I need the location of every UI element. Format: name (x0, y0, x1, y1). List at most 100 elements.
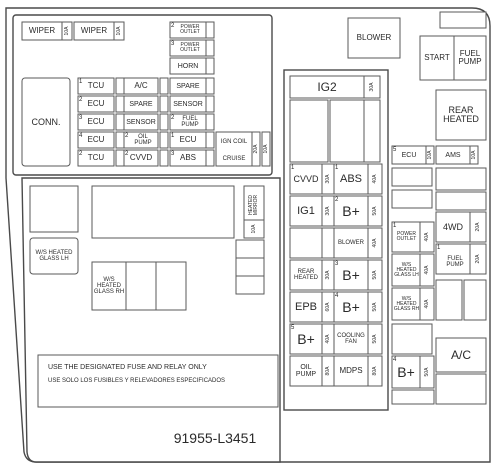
oil-pump-2-label: OIL PUMP (134, 134, 152, 146)
ws-heated-glass-lh-fuse-label: W/S HEATED GLASS LH (394, 261, 419, 278)
tcu-2-num: 2 (79, 151, 83, 157)
wiper-fuse-2-rating: 10A (115, 26, 122, 36)
abs-1-label: ABS (339, 172, 362, 185)
epb-rating: 60A (324, 302, 331, 312)
cvvd-1-label: CVVD (293, 173, 319, 184)
power-outlet-1-label: POWER OUTLET (396, 231, 417, 242)
bplus-5-rating: 40A (324, 334, 331, 344)
ws-heated-glass-rh-fuse-label: W/S HEATED GLASS RH (393, 295, 420, 312)
sensor-right-label: SENSOR (173, 100, 203, 108)
power-outlet-1-rating: 40A (423, 232, 430, 242)
cvvd-1-num: 1 (291, 165, 295, 171)
cvvd-1-rating: 30A (324, 174, 331, 184)
ecu-1-num: 1 (171, 133, 175, 139)
ig1-label: IG1 (297, 204, 315, 217)
notice-english: USE THE DESIGNATED FUSE AND RELAY ONLY (48, 363, 207, 371)
oil-pump-2-num: 2 (125, 133, 129, 139)
abs-1-rating: 40A (371, 174, 378, 184)
bplus-3-rating: 50A (371, 270, 378, 280)
mdps-label: MDPS (339, 366, 363, 375)
cooling-fan-label: COOLING FAN (337, 333, 365, 345)
blower-fuse-label: BLOWER (337, 240, 364, 246)
bplus-4-label: B+ (342, 299, 360, 315)
cvvd-2-label: CVVD (129, 153, 153, 162)
power-outlet-2-num: 2 (171, 23, 175, 29)
cruise-rating: 10A (262, 144, 269, 154)
heated-mirror-label: HEATED MIRROR (248, 194, 259, 216)
fuel-pump-1-num: 1 (437, 245, 441, 251)
abs-3-num: 3 (171, 151, 175, 157)
conn-label: CONN. (31, 116, 61, 127)
blower-fuse-rating: 40A (371, 238, 378, 248)
ams-label: AMS (445, 151, 461, 159)
ecu-4-num: 4 (79, 133, 83, 139)
spare-right-label: SPARE (176, 82, 200, 90)
rear-heated-fuse-rating: 30A (324, 270, 331, 280)
ecu-5-num: 5 (393, 147, 397, 153)
ecu-2-num: 2 (79, 97, 83, 103)
bplus-2-label: B+ (342, 203, 360, 219)
sensor-mid-label: SENSOR (126, 118, 156, 126)
ac-small-label: A/C (134, 81, 148, 90)
ign-coil-rating: 20A (252, 144, 259, 154)
fuel-pump-1-rating: 20A (474, 254, 481, 264)
ign-coil-label: IGN COIL (220, 139, 248, 145)
wiper-fuse-2-label: WIPER (80, 26, 108, 35)
bplus-right-rating: 50A (423, 367, 430, 377)
fuel-pump-1-label: FUEL PUMP (446, 256, 464, 268)
horn-label: HORN (177, 62, 199, 70)
epb-label: EPB (294, 300, 317, 313)
ams-rating: 10A (470, 150, 477, 160)
oil-pump-fuse-label: OIL PUMP (295, 364, 317, 378)
power-outlet-1-num: 1 (393, 223, 397, 229)
ecu-1-label: ECU (179, 135, 197, 144)
bplus-4-rating: 50A (371, 302, 378, 312)
fuel-pump-2-label: FUEL PUMP (181, 116, 199, 128)
ecu-5-label: ECU (401, 151, 417, 159)
power-outlet-3-num: 3 (171, 41, 175, 47)
ws-heated-glass-rh-fuse-rating: 40A (423, 299, 430, 309)
rear-heated-fuse-label: REAR HEATED (294, 269, 318, 281)
ig2-label: IG2 (317, 80, 337, 94)
notice-spanish: USE SOLO LOS FUSIBLES Y RELEVADORES ESPE… (48, 378, 226, 384)
power-outlet-3-label: POWER OUTLET (180, 42, 200, 53)
ig2-rating: 30A (368, 82, 375, 92)
bplus-2-num: 2 (335, 197, 339, 203)
blower-relay-label: BLOWER (356, 33, 392, 42)
bplus-4-num: 4 (335, 293, 339, 299)
bplus-right-num: 4 (393, 357, 397, 363)
4wd-label: 4WD (443, 221, 463, 232)
ecu-3-num: 3 (79, 115, 83, 121)
part-number: 91955-L3451 (173, 430, 257, 446)
mdps-rating: 80A (371, 366, 378, 376)
cruise-label: CRUISE (222, 156, 246, 162)
ac-relay-label: A/C (450, 348, 471, 362)
abs-1-num: 1 (335, 165, 339, 171)
ws-heated-glass-lh-relay-label: W/S HEATED GLASS LH (35, 250, 73, 262)
ws-heated-glass-lh-fuse-rating: 40A (423, 265, 430, 275)
bplus-3-num: 3 (335, 261, 339, 267)
ecu-5-rating: 10A (426, 150, 433, 160)
abs-3-label: ABS (179, 153, 196, 162)
oil-pump-fuse-rating: 80A (324, 366, 331, 376)
fuel-pump-2-num: 2 (171, 115, 175, 121)
cooling-fan-rating: 50A (371, 334, 378, 344)
rear-heated-relay-label: REAR HEATED (443, 105, 479, 124)
tcu-1-label: TCU (87, 81, 105, 90)
bplus-5-label: B+ (297, 331, 315, 347)
ecu-2-label: ECU (87, 99, 105, 108)
tcu-1-num: 1 (79, 79, 83, 85)
heated-mirror-rating: 10A (250, 224, 257, 234)
bplus-5-num: 5 (291, 325, 295, 331)
bplus-3-label: B+ (342, 267, 360, 283)
spare-mid-label: SPARE (129, 100, 153, 108)
ws-heated-glass-rh-relay-label: W/S HEATED GLASS RH (93, 277, 125, 295)
bplus-2-rating: 50A (371, 206, 378, 216)
ig1-rating: 30A (324, 206, 331, 216)
cvvd-2-num: 2 (125, 151, 129, 157)
wiper-fuse-1-rating: 10A (63, 26, 70, 36)
ecu-4-label: ECU (87, 135, 105, 144)
start-relay-label: START (424, 53, 450, 62)
